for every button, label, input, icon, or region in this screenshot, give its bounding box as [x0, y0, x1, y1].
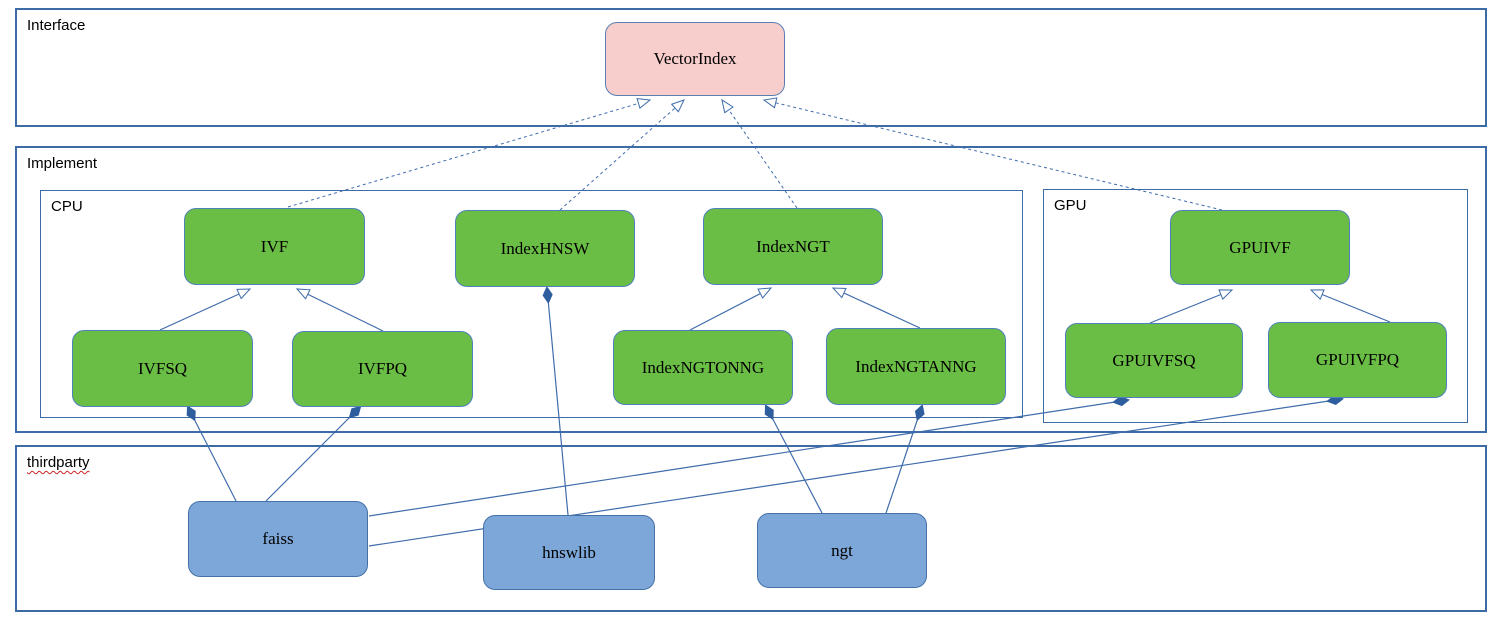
node-ivfsq: IVFSQ [72, 330, 253, 407]
node-indexngtonng: IndexNGTONNG [613, 330, 793, 405]
node-gpuivfpq-label: GPUIVFPQ [1315, 350, 1400, 369]
node-gpuivf: GPUIVF [1170, 210, 1350, 285]
node-ivfsq-label: IVFSQ [137, 358, 188, 378]
node-indexhnsw: IndexHNSW [455, 210, 635, 287]
node-ngt-label: ngt [831, 540, 853, 560]
node-gpuivf-label: GPUIVF [1229, 237, 1291, 257]
node-gpuivfsq-label: GPUIVFSQ [1112, 350, 1196, 370]
node-faiss-label: faiss [262, 529, 294, 548]
container-interface-label: Interface [27, 17, 86, 34]
container-gpu-label: GPU [1054, 197, 1087, 214]
node-gpuivfsq: GPUIVFSQ [1065, 323, 1243, 398]
node-faiss: faiss [188, 501, 368, 577]
node-indexngtanng: IndexNGTANNG [826, 328, 1006, 405]
node-ngt: ngt [757, 513, 927, 588]
container-thirdparty-label: thirdparty [27, 454, 90, 471]
node-indexngt-label: IndexNGT [756, 236, 830, 256]
node-hnswlib: hnswlib [483, 515, 655, 590]
node-ivfpq: IVFPQ [292, 331, 473, 407]
node-indexngtonng-label: IndexNGTONNG [641, 357, 765, 377]
node-indexhnsw-label: IndexHNSW [500, 238, 590, 258]
node-indexngt: IndexNGT [703, 208, 883, 285]
node-vectorindex-label: VectorIndex [653, 49, 737, 68]
container-implement-label: Implement [27, 155, 98, 172]
node-hnswlib-label: hnswlib [542, 542, 596, 562]
node-ivf-label: IVF [260, 236, 289, 256]
node-vectorindex: VectorIndex [605, 22, 785, 96]
node-indexngtanng-label: IndexNGTANNG [855, 356, 977, 376]
node-ivfpq-label: IVFPQ [357, 359, 408, 378]
node-gpuivfpq: GPUIVFPQ [1268, 322, 1447, 398]
node-ivf: IVF [184, 208, 365, 285]
container-cpu-label: CPU [51, 198, 83, 215]
